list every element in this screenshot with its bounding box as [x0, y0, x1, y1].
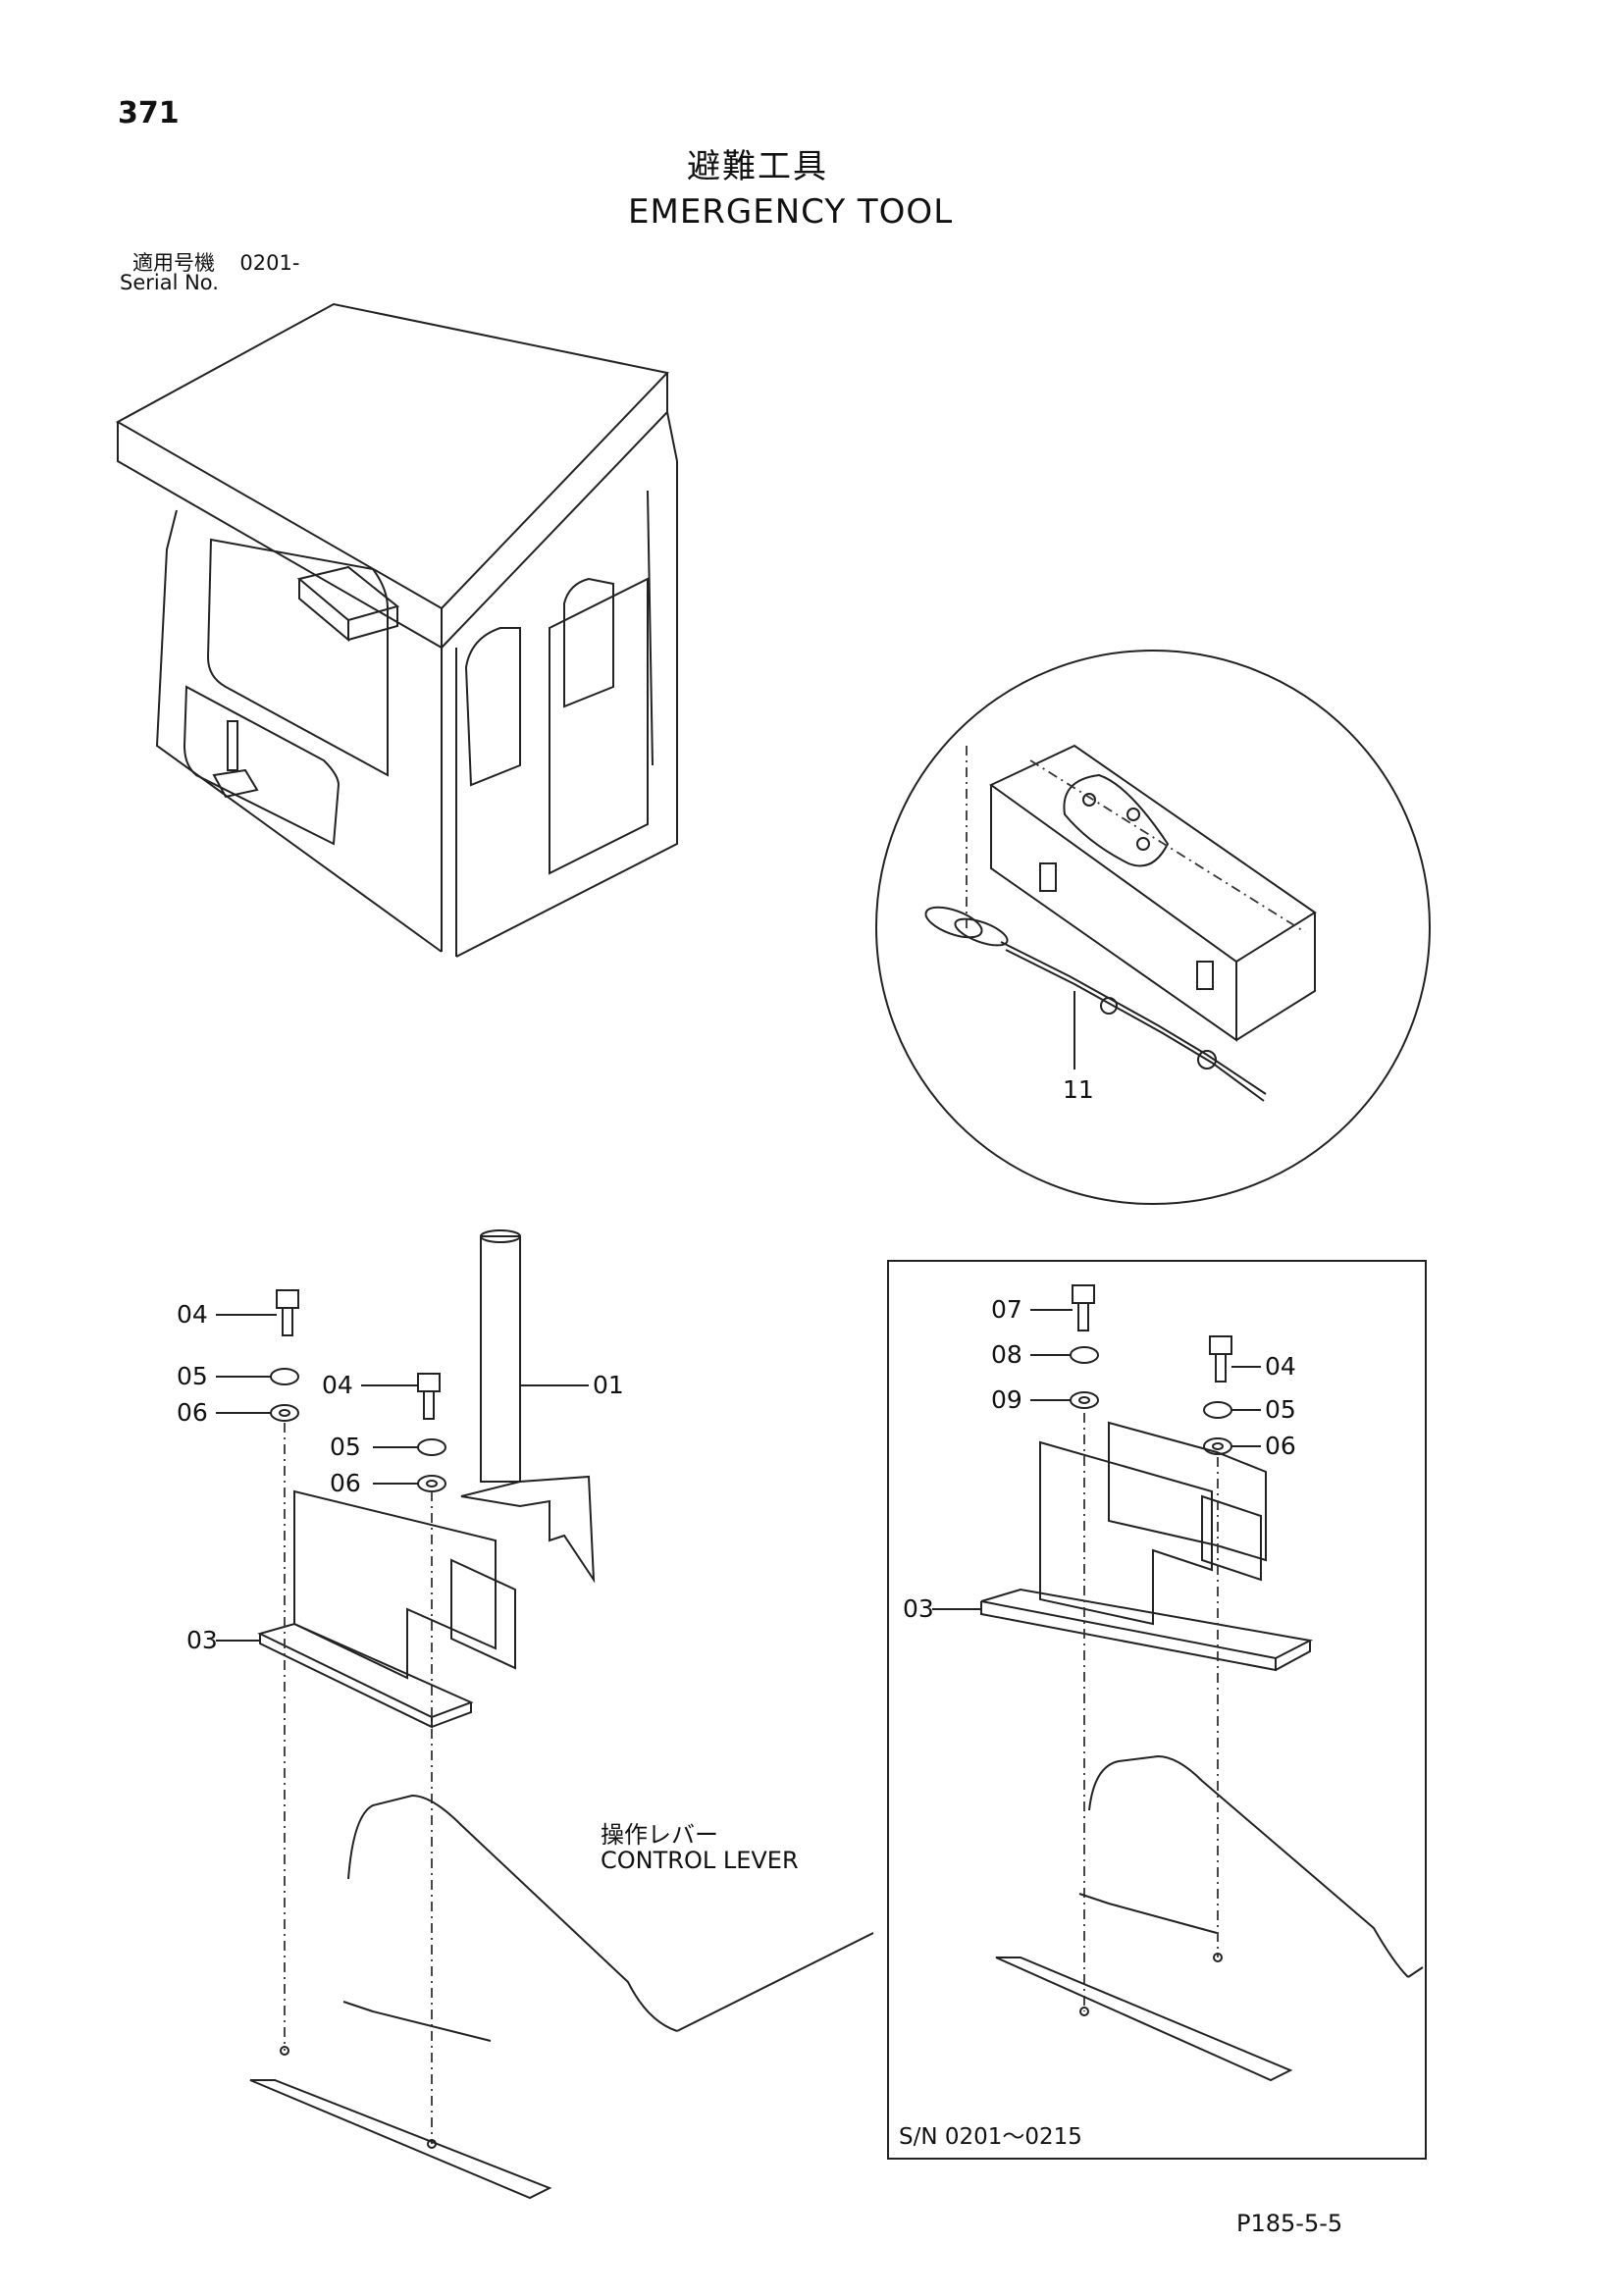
callout-washer-top: 06: [177, 1398, 208, 1427]
callout-axe: 01: [593, 1371, 624, 1399]
document-code: P185-5-5: [1236, 2210, 1343, 2237]
callout-lock-washer-top: 05: [177, 1362, 208, 1390]
callout-bracket-right: 03: [903, 1594, 934, 1623]
serial-value: 0201-: [239, 251, 300, 275]
callout-washer-09: 09: [991, 1385, 1022, 1414]
serial-label-en: Serial No.: [120, 271, 219, 294]
callout-bolt-04-right: 04: [1265, 1352, 1296, 1381]
serial-label-jp: 適用号機: [132, 251, 215, 275]
rope-detail-circle: [875, 650, 1431, 1205]
control-lever-label-en: CONTROL LEVER: [601, 1847, 799, 1874]
inset-serial-range: S/N 0201～0215: [899, 2124, 1082, 2150]
control-lever-label-jp: 操作レバー: [601, 1821, 718, 1849]
callout-lock-washer-mid: 05: [330, 1433, 361, 1461]
leader-lines: [216, 1309, 1261, 1642]
cab-drawing: [115, 302, 678, 958]
callout-bracket-left: 03: [186, 1626, 218, 1654]
callout-bolt-top: 04: [177, 1300, 208, 1329]
callout-washer-mid: 06: [330, 1469, 361, 1497]
callout-bolt-mid: 04: [322, 1371, 353, 1399]
callout-rope: 11: [1063, 1075, 1094, 1104]
title-english: EMERGENCY TOOL: [628, 192, 954, 232]
inset-frame: [887, 1260, 1427, 2160]
right-assembly: [980, 1284, 1424, 2082]
page-number: 371: [118, 96, 180, 130]
title-japanese: 避難工具: [687, 147, 828, 186]
callout-bolt-07: 07: [991, 1295, 1022, 1324]
callout-lock-washer-05-right: 05: [1265, 1395, 1296, 1424]
callout-washer-06-right: 06: [1265, 1432, 1296, 1460]
left-assembly: [249, 1229, 874, 2200]
serial-applicability: 適用号機 0201-: [132, 247, 299, 277]
callout-lock-washer-08: 08: [991, 1340, 1022, 1369]
